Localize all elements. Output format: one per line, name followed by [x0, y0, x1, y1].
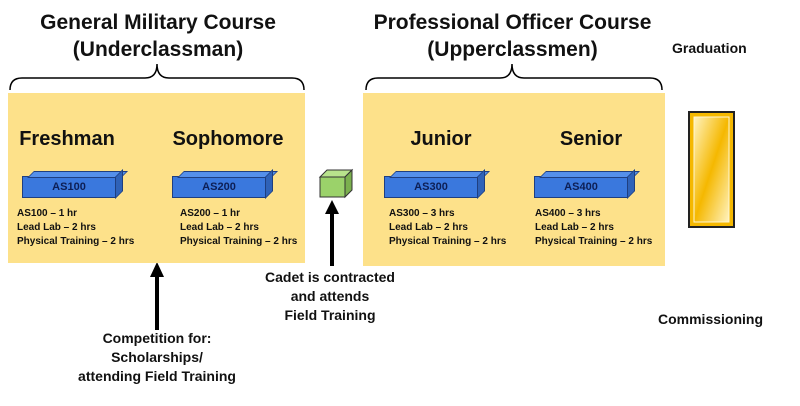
hours-line: AS300 – 3 hrs: [389, 208, 455, 219]
note-line: Competition for:: [102, 330, 212, 346]
gmc-title-line1: General Military Course: [40, 11, 276, 34]
hours-line: Lead Lab – 2 hrs: [180, 222, 259, 233]
gold-bar-insignia-icon: [688, 111, 735, 228]
hours-line: AS400 – 3 hrs: [535, 208, 601, 219]
competition-arrow: [150, 262, 164, 330]
commissioning-label: Commissioning: [658, 311, 764, 327]
year-senior: Senior: [559, 128, 623, 150]
gmc-title: General Military Course (Underclassman): [8, 9, 308, 63]
note-line: and attends: [290, 288, 370, 304]
hours-line: Lead Lab – 2 hrs: [17, 222, 96, 233]
hours-line: Physical Training – 2 hrs: [17, 236, 135, 247]
course-box-as200: AS200: [172, 176, 266, 198]
poc-title: Professional Officer Course (Upperclassm…: [360, 9, 665, 63]
note-line: attending Field Training: [78, 368, 236, 384]
note-line: Scholarships/: [111, 349, 203, 365]
hours-line: Lead Lab – 2 hrs: [389, 222, 468, 233]
green-cube-icon: [318, 168, 354, 199]
gmc-title-line2: (Underclassman): [72, 38, 244, 61]
hours-line: Lead Lab – 2 hrs: [535, 222, 614, 233]
graduation-label: Graduation: [672, 40, 747, 56]
poc-title-line1: Professional Officer Course: [373, 11, 652, 34]
note-line: Cadet is contracted: [265, 269, 395, 285]
course-box-as300: AS300: [384, 176, 478, 198]
hours-line: Physical Training – 2 hrs: [389, 236, 507, 247]
gmc-brace: [9, 63, 305, 91]
hours-line: Physical Training – 2 hrs: [180, 236, 298, 247]
note-line: Field Training: [284, 307, 376, 323]
year-sophomore: Sophomore: [172, 128, 284, 150]
contract-arrow: [325, 200, 339, 266]
course-box-as100: AS100: [22, 176, 116, 198]
poc-title-line2: (Upperclassmen): [427, 38, 598, 61]
hours-line: AS100 – 1 hr: [17, 208, 78, 219]
hours-line: AS200 – 1 hr: [180, 208, 241, 219]
year-freshman: Freshman: [19, 128, 115, 150]
year-junior: Junior: [410, 128, 472, 150]
competition-note: Competition for: Scholarships/attending F…: [62, 329, 252, 386]
course-box-as400: AS400: [534, 176, 628, 198]
hours-line: Physical Training – 2 hrs: [535, 236, 653, 247]
poc-brace: [365, 63, 663, 91]
